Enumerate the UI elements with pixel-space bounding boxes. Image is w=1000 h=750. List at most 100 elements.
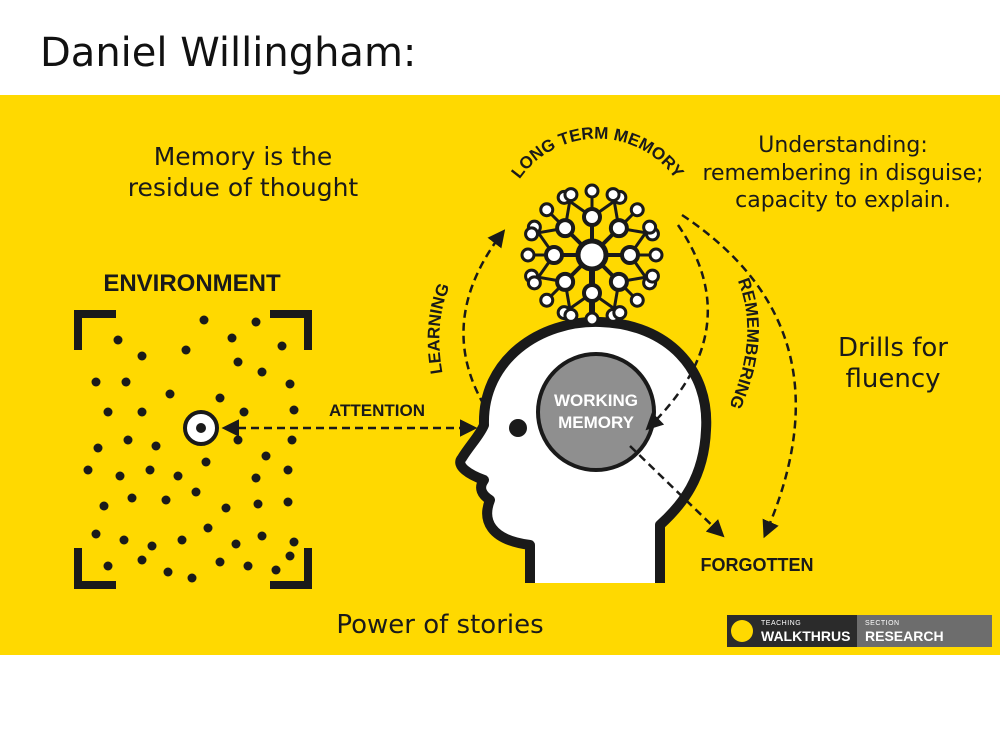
environment-label: ENVIRONMENT (103, 270, 281, 297)
note-memory-line1: Memory is the (154, 142, 333, 171)
network-node (584, 311, 600, 327)
forgetting-arrow (629, 445, 725, 538)
walkthrus-mascot-icon (731, 620, 753, 642)
environment-dot (215, 557, 225, 567)
environment-dot (91, 529, 101, 539)
note-memory-line2: residue of thought (128, 173, 359, 202)
remembering-label: REMEMBERING (726, 275, 763, 411)
environment-dot (215, 393, 225, 403)
environment-dot (199, 315, 209, 325)
network-node (563, 187, 579, 203)
environment-dot (119, 535, 129, 545)
network-node (584, 183, 600, 199)
network-node (582, 207, 602, 227)
environment-dot (283, 497, 293, 507)
forgotten-label: FORGOTTEN (701, 555, 814, 575)
environment-dot (203, 523, 213, 533)
environment-dot (227, 333, 237, 343)
environment-dot (137, 351, 147, 361)
environment-dot (221, 503, 231, 513)
environment-dot (271, 565, 281, 575)
brand-research: RESEARCH (865, 628, 944, 644)
environment-dot (121, 377, 131, 387)
environment-dot (151, 441, 161, 451)
note-stories: Power of stories (336, 610, 543, 640)
environment-frame (74, 310, 312, 589)
brand-section: SECTION (865, 620, 900, 627)
environment-dot (83, 465, 93, 475)
environment-dot (165, 389, 175, 399)
environment-dot (163, 567, 173, 577)
environment-dot (103, 561, 113, 571)
environment-dot (91, 377, 101, 387)
brand-right-panel: SECTION RESEARCH (857, 615, 992, 647)
environment-dot (115, 471, 125, 481)
network-node (620, 245, 640, 265)
network-node (605, 187, 621, 203)
network-node (608, 271, 629, 292)
environment-dot (277, 341, 287, 351)
environment-dot (233, 435, 243, 445)
environment-dot (93, 443, 103, 453)
environment-dot (261, 451, 271, 461)
network-node (539, 292, 555, 308)
working-memory-circle (536, 352, 656, 472)
note-understanding-line1: Understanding: (758, 133, 928, 158)
long-term-memory-network-icon (520, 183, 664, 327)
environment-dot (243, 561, 253, 571)
network-node (642, 219, 658, 235)
drills-arrow (681, 213, 798, 539)
network-node (544, 245, 564, 265)
eye-icon (509, 419, 527, 437)
environment-dot (257, 531, 267, 541)
environment-dot (103, 407, 113, 417)
brand-teaching: TEACHING (761, 620, 802, 627)
environment-dot (99, 501, 109, 511)
environment-dot (123, 435, 133, 445)
long-term-memory-label: LONG TERM MEMORY (508, 123, 688, 182)
environment-dot (177, 535, 187, 545)
environment-dot (253, 499, 263, 509)
learning-label: LEARNING (424, 281, 453, 376)
environment-dot (289, 537, 299, 547)
network-node (539, 202, 555, 218)
environment-dot (283, 465, 293, 475)
note-understanding-line3: capacity to explain. (735, 188, 951, 213)
environment-dot (287, 435, 297, 445)
working-memory-line1: WORKING (554, 391, 638, 410)
network-node (608, 218, 629, 239)
network-node (629, 202, 645, 218)
network-node (555, 271, 576, 292)
network-node (520, 247, 536, 263)
environment-dot (187, 573, 197, 583)
environment-dot (289, 405, 299, 415)
learning-arrow (462, 229, 506, 406)
environment-dot (191, 487, 201, 497)
note-understanding-line2: remembering in disguise; (702, 161, 983, 186)
note-drills-line2: fluency (845, 364, 940, 394)
environment-dots (83, 315, 299, 583)
environment-dot (239, 407, 249, 417)
network-node (644, 268, 660, 284)
network-node (555, 218, 576, 239)
note-drills-line1: Drills for (838, 333, 948, 363)
network-node (526, 275, 542, 291)
attention-label: ATTENTION (329, 401, 425, 420)
environment-dot (127, 493, 137, 503)
environment-dot (145, 465, 155, 475)
teaching-walkthrus-logo: TEACHING WALKTHRUS SECTION RESEARCH (727, 615, 992, 647)
environment-dot (173, 471, 183, 481)
network-node (524, 226, 540, 242)
network-node (582, 283, 602, 303)
environment-dot (251, 317, 261, 327)
network-node (648, 247, 664, 263)
brand-walkthrus: WALKTHRUS (761, 628, 851, 644)
environment-dot (113, 335, 123, 345)
attention-target-icon (183, 410, 219, 446)
environment-dot (181, 345, 191, 355)
brand-left-panel: TEACHING WALKTHRUS (727, 615, 857, 647)
slide-title: Daniel Willingham: (40, 30, 417, 76)
environment-dot (285, 379, 295, 389)
working-memory-line2: MEMORY (558, 413, 635, 432)
